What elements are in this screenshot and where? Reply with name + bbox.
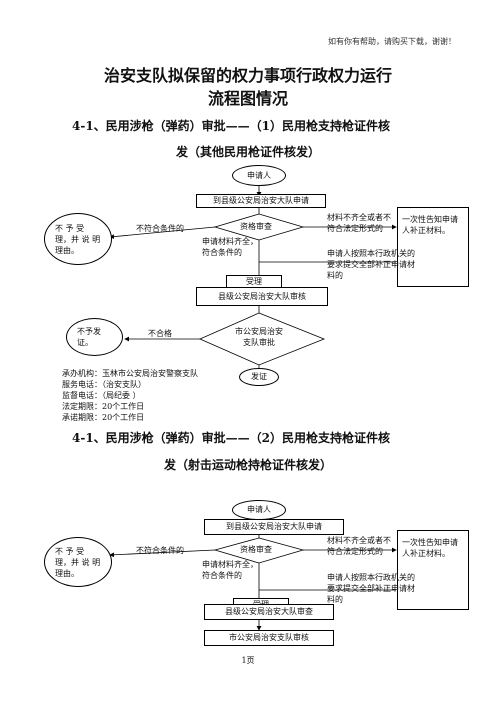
doc-title-line1: 治安支队拟保留的权力事项行政权力运行 — [103, 66, 392, 85]
section2-heading-line1: 4-1、民用涉枪（弹药）审批——（2）民用枪支持枪证件核 — [72, 431, 391, 445]
notify-box-2: 一次性告知申请人补正材料。 — [397, 530, 469, 610]
reject-label-2: 不符合条件的 — [136, 546, 184, 555]
header-note: 如有你有帮助，请购买下载，谢谢！ — [328, 37, 456, 46]
review-label-1: 资格审查 — [240, 222, 272, 232]
apply-box-2: 到县级公安局治安大队申请 — [204, 519, 344, 535]
city-review-label-1: 市公安局治安支队审批 — [235, 327, 283, 347]
incomplete-label-2: 材料不齐全或者不符合法定形式的 — [327, 536, 391, 556]
applicant-node-2: 申请人 — [232, 500, 286, 520]
applicant-node-1: 申请人 — [232, 165, 286, 186]
deny-circle-1: 不予发证。 — [66, 318, 123, 356]
incomplete-label-1: 材料不齐全或者不符合法定形式的 — [327, 213, 391, 233]
review-label-2: 资格审查 — [240, 545, 272, 555]
accept-box-1: 受理 — [226, 275, 282, 287]
info-line: 监督电话：（局纪委 ） — [62, 391, 141, 400]
service-info-1: 承办机构：玉林市公安局治安警察支队 服务电话：（治安支队） 监督电话：（局纪委 … — [62, 368, 198, 423]
county-review-box-2: 县级公安局治安大队审查 — [204, 604, 334, 620]
complete-label-2: 申请材料齐全，符合条件的 — [202, 560, 258, 580]
section1-heading-line1: 4-1、民用涉枪（弹药）审批——（1）民用枪支持枪证件核 — [72, 119, 391, 133]
page-number: 1页 — [241, 656, 255, 665]
supplement-label-1: 申请人按照本行政机关的要求提交全部补正申请材料的 — [327, 249, 415, 280]
complete-label-1: 申请材料齐全，符合条件的 — [202, 237, 258, 257]
section2-heading-line2: 发（射击运动枪持枪证件核发） — [163, 458, 332, 472]
doc-title-line2: 流程图情况 — [207, 89, 288, 108]
city-review-box-2: 市公安局治安支队审核 — [204, 630, 334, 646]
info-line: 承诺期限：20个工作日 — [62, 413, 145, 422]
county-review-box-1: 县级公安局治安大队审核 — [196, 287, 328, 306]
info-line: 服务电话：（治安支队） — [62, 380, 146, 389]
apply-box-1: 到县级公安局治安大队申请 — [196, 194, 326, 208]
issue-node-1: 发证 — [239, 368, 279, 386]
notify-box-1: 一次性告知申请人补正材料。 — [397, 207, 469, 287]
info-line: 法定期限：20个工作日 — [62, 402, 145, 411]
supplement-label-2: 申请人按照本行政机关的要求提交全部补正申请材料的 — [327, 573, 415, 604]
reject-circle-2: 不 予 受 理，并 说 明理由。 — [44, 537, 112, 587]
fail-label-1: 不合格 — [148, 329, 172, 338]
reject-label-1: 不符合条件的 — [136, 224, 184, 233]
reject-circle-1: 不 予 受 理，并 说 明理由。 — [44, 213, 112, 265]
section1-heading-line2: 发（其他民用枪证件核发） — [175, 145, 320, 159]
info-line: 承办机构：玉林市公安局治安警察支队 — [62, 369, 198, 378]
